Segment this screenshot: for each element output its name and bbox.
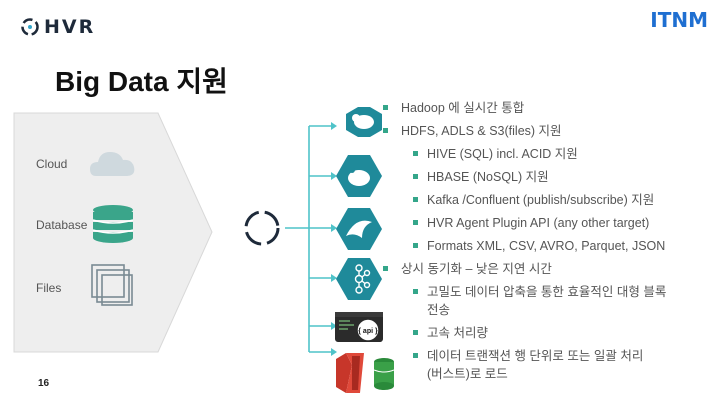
page-title: Big Data 지원 (55, 66, 228, 97)
source-label-database: Database (36, 218, 88, 232)
hvr-logo-icon (21, 18, 39, 36)
mysql-dolphin-icon (336, 208, 382, 250)
source-label-files: Files (36, 281, 62, 295)
kafka-icon (336, 258, 382, 300)
files-icon (91, 264, 133, 306)
source-label-cloud: Cloud (36, 157, 68, 171)
bullet-item: HVR Agent Plugin API (any other target) (413, 215, 649, 231)
bullet-item: 고밀도 데이터 압축을 통한 효율적인 대형 블록 (413, 284, 666, 300)
cloud-icon (90, 152, 135, 176)
arrow-heads (331, 122, 337, 356)
api-terminal-label: { api } (358, 328, 378, 335)
bullet-item-continuation: (버스트)로 로드 (427, 367, 508, 381)
hive-bee-icon (336, 155, 382, 197)
branch-connector (285, 125, 331, 353)
bullet-item: Hadoop 에 실시간 통합 (383, 100, 524, 116)
bullet-item-continuation: 전송 (427, 303, 451, 317)
bullet-item: HIVE (SQL) incl. ACID 지원 (413, 146, 578, 162)
bullet-item: Formats XML, CSV, AVRO, Parquet, JSON (413, 238, 665, 254)
aws-s3-icon (336, 353, 395, 393)
hvr-logo: HVR (20, 16, 95, 38)
database-icon (92, 205, 134, 243)
itnm-logo: ITNM (650, 8, 708, 32)
bullet-item: 상시 동기화 – 낮은 지연 시간 (383, 261, 552, 277)
page-number: 16 (38, 378, 50, 389)
api-terminal-icon (335, 312, 383, 342)
hadoop-elephant-icon (346, 107, 382, 137)
bullet-item: 고속 처리량 (413, 325, 488, 341)
hvr-logo-text: HVR (44, 16, 96, 38)
bullet-item: HDFS, ADLS & S3(files) 지원 (383, 123, 562, 139)
bullet-item: Kafka /Confluent (publish/subscribe) 지원 (413, 192, 654, 208)
bullet-item: 데이터 트랜잭션 행 단위로 또는 일괄 처리 (413, 348, 643, 364)
hvr-hub-icon (244, 210, 280, 246)
bullet-item: HBASE (NoSQL) 지원 (413, 169, 549, 185)
